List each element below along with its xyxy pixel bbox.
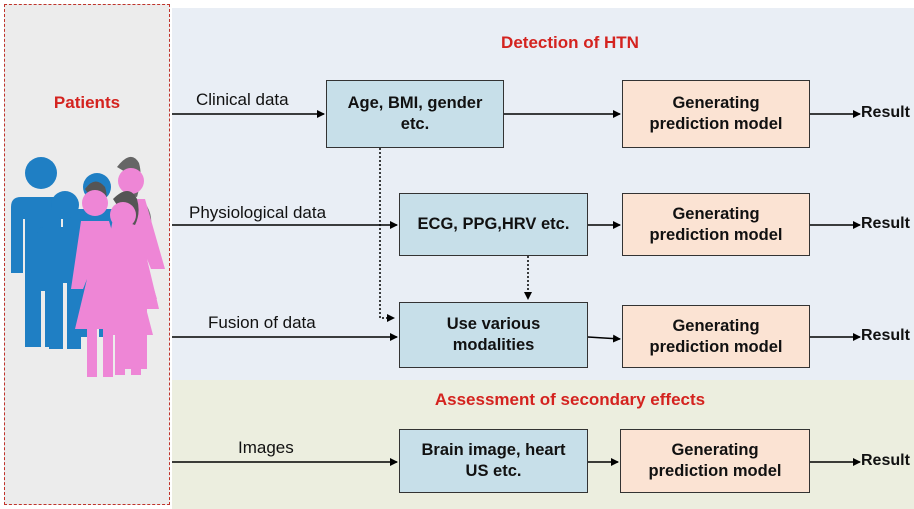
patients-panel: Patients xyxy=(4,4,170,505)
box-model-physiological: Generating prediction model xyxy=(622,193,810,256)
section-title-assessment: Assessment of secondary effects xyxy=(434,390,706,409)
box-fusion-modalities: Use various modalities xyxy=(399,302,588,368)
label-clinical-data: Clinical data xyxy=(196,90,289,109)
result-fusion: Result xyxy=(861,327,910,344)
box-physiological-features: ECG, PPG,HRV etc. xyxy=(399,193,588,256)
result-images: Result xyxy=(861,452,910,469)
label-fusion-of-data: Fusion of data xyxy=(208,313,316,332)
patients-group-icon xyxy=(11,156,165,377)
patients-label: Patients xyxy=(53,93,121,112)
arrow-fusion-mid xyxy=(587,334,621,343)
box-image-features: Brain image, heart US etc. xyxy=(399,429,588,493)
result-clinical: Result xyxy=(861,104,910,121)
section-title-detection: Detection of HTN xyxy=(501,33,639,52)
box-model-fusion: Generating prediction model xyxy=(622,305,810,368)
result-physiological: Result xyxy=(861,215,910,232)
label-images: Images xyxy=(238,438,294,457)
box-model-clinical: Generating prediction model xyxy=(622,80,810,148)
box-model-images: Generating prediction model xyxy=(620,429,810,493)
label-physiological-data: Physiological data xyxy=(189,203,327,222)
box-clinical-features: Age, BMI, gender etc. xyxy=(326,80,504,148)
dotted-arrow-clinical-to-fusion xyxy=(379,148,395,322)
